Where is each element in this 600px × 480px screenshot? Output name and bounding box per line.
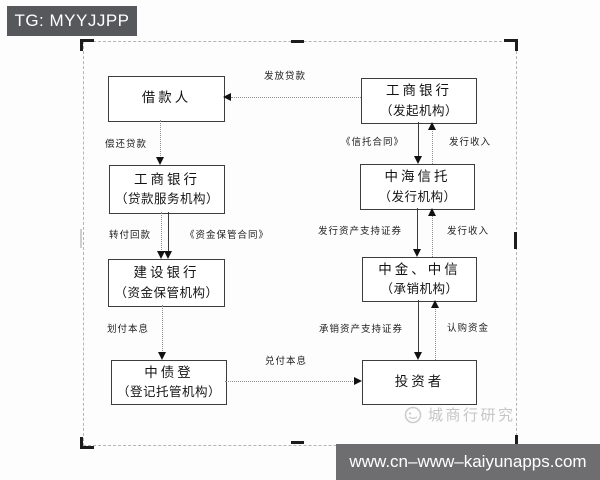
arrow-transfer-pi-head xyxy=(158,352,166,360)
label-issuance-income-top: 发行收入 xyxy=(449,137,492,148)
footer-url-text: www.cn–www–kaiyunapps.com xyxy=(349,452,587,471)
node-icbc-servicer-name: 工商银行 xyxy=(134,171,200,188)
arrow-transfer-pi-line xyxy=(162,305,163,353)
arrow-issuance-income-top-head xyxy=(428,122,436,130)
arrow-issue-loan-line xyxy=(231,97,361,98)
node-zhonghai-trust-name: 中海信托 xyxy=(384,169,451,186)
node-ccb-custodian: 建设银行 （资金保管机构） xyxy=(108,259,225,307)
arrow-redeem-pi-line xyxy=(225,381,355,382)
marquee-corner-top-right[interactable] xyxy=(504,39,518,51)
arrow-issue-abs-head xyxy=(413,249,421,257)
arrow-transfer-repayment-line xyxy=(161,212,162,252)
label-underwrite-abs: 承销资产支持证券 xyxy=(319,324,404,335)
arrow-subscription-funds-line xyxy=(435,307,436,360)
node-underwriters-name: 中金、中信 xyxy=(378,261,461,278)
node-icbc-servicer: 工商银行 （贷款服务机构） xyxy=(109,165,225,214)
tg-badge: TG: MYYJJPP xyxy=(7,6,137,36)
arrow-issue-loan-head xyxy=(223,93,231,101)
label-issue-loan: 发放贷款 xyxy=(264,71,307,82)
node-underwriters-role: （承销机构） xyxy=(380,281,459,297)
node-icbc-servicer-role: （贷款服务机构） xyxy=(114,191,219,207)
node-icbc-originator-name: 工商银行 xyxy=(386,83,452,100)
arrow-repay-loan-head xyxy=(156,157,164,165)
arrow-underwrite-abs-line xyxy=(418,300,419,353)
arrow-issuance-income-top-line xyxy=(432,129,433,164)
node-ccdc-role: （登记托管机构） xyxy=(116,384,221,400)
arrow-repay-loan-line xyxy=(160,120,161,158)
arrow-subscription-funds-head xyxy=(431,300,439,308)
arrow-underwrite-abs-head xyxy=(414,352,422,360)
watermark-text: 城商行研究 xyxy=(428,406,516,424)
label-transfer-pi: 划付本息 xyxy=(107,324,150,335)
arrow-custody-contract-line xyxy=(168,212,169,252)
watermark-logo-icon xyxy=(404,406,422,423)
node-investors: 投资者 xyxy=(362,360,477,405)
watermark: 城商行研究 xyxy=(403,404,516,425)
arrow-trust-contract-head xyxy=(414,156,422,164)
node-icbc-originator: 工商银行 （发起机构） xyxy=(361,78,477,124)
node-investors-label: 投资者 xyxy=(394,373,445,390)
marquee-handle-bottom[interactable] xyxy=(291,441,304,444)
footer-url-bar: www.cn–www–kaiyunapps.com xyxy=(336,444,600,480)
label-trust-contract: 《信托合同》 xyxy=(341,137,405,148)
node-icbc-originator-role: （发起机构） xyxy=(379,102,458,118)
marquee-corner-bottom-left[interactable] xyxy=(80,437,94,449)
label-custody-contract: 《资金保管合同》 xyxy=(185,230,270,241)
arrow-issuance-income-mid-head xyxy=(428,208,436,216)
label-repay-loan: 偿还贷款 xyxy=(105,139,148,150)
marquee-handle-right[interactable] xyxy=(514,232,517,249)
node-zhonghai-trust-role: （发行机构） xyxy=(378,188,457,204)
node-ccdc-name: 中债登 xyxy=(144,364,194,381)
arrow-transfer-repayment-head xyxy=(157,251,165,259)
marquee-handle-top[interactable] xyxy=(291,40,304,43)
node-ccdc: 中债登 （登记托管机构） xyxy=(111,360,227,405)
node-underwriters: 中金、中信 （承销机构） xyxy=(362,257,477,302)
arrow-issuance-income-mid-line xyxy=(432,215,433,257)
marquee-handle-left[interactable] xyxy=(80,229,82,248)
arrow-trust-contract-line xyxy=(418,122,419,157)
tg-badge-text: TG: MYYJJPP xyxy=(14,11,130,30)
arrow-redeem-pi-head xyxy=(354,377,362,385)
label-issue-abs: 发行资产支持证券 xyxy=(318,226,403,237)
node-borrower: 借款人 xyxy=(108,76,225,122)
arrow-issue-abs-line xyxy=(417,208,418,250)
label-subscription-funds: 认购资金 xyxy=(447,323,490,334)
node-ccb-custodian-role: （资金保管机构） xyxy=(114,284,219,300)
marquee-corner-top-left[interactable] xyxy=(80,39,94,51)
label-issuance-income-mid: 发行收入 xyxy=(447,226,490,237)
node-ccb-custodian-name: 建设银行 xyxy=(133,265,200,282)
node-borrower-label: 借款人 xyxy=(141,90,192,107)
arrow-custody-contract-head xyxy=(164,251,172,259)
label-redeem-pi: 兑付本息 xyxy=(265,356,308,367)
node-zhonghai-trust: 中海信托 （发行机构） xyxy=(360,164,475,210)
label-transfer-repayment: 转付回款 xyxy=(109,230,152,241)
